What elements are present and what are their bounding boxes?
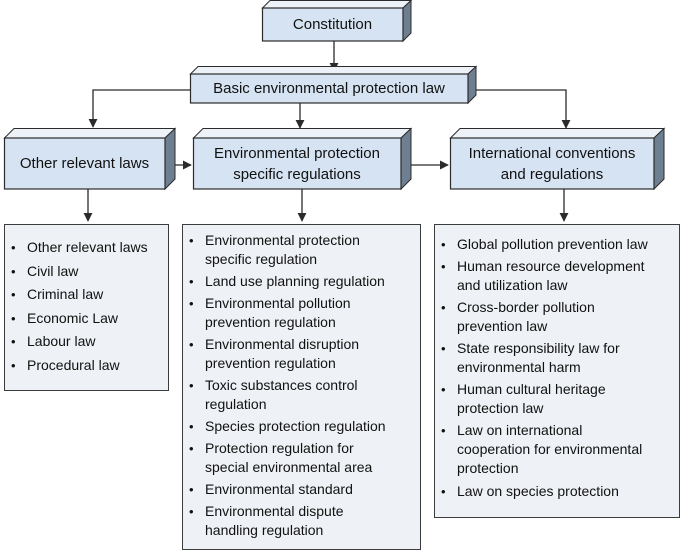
list-item: Environmental dispute handling regulatio…: [183, 502, 420, 540]
basic-law-box: Basic environmental protection law: [189, 65, 478, 105]
list-item: Environmental standard: [183, 480, 420, 499]
list-item: Land use planning regulation: [183, 272, 420, 291]
env-regs-list: Environmental protection specific regula…: [183, 231, 420, 540]
list-item: Other relevant laws: [5, 238, 168, 257]
list-item: Criminal law: [5, 285, 168, 304]
list-item: Environmental disruption prevention regu…: [183, 335, 420, 373]
constitution-box: Constitution: [261, 0, 413, 43]
list-item: Species protection regulation: [183, 417, 420, 436]
list-item: Global pollution prevention law: [435, 235, 679, 254]
intl-list: Global pollution prevention law Human re…: [435, 235, 679, 501]
list-item: Protection regulation for special enviro…: [183, 439, 420, 477]
intl-box-shape: [449, 127, 666, 191]
other-laws-box-shape: [3, 127, 177, 191]
intl-box: International conventions and regulation…: [449, 127, 666, 191]
basic-law-label: Basic environmental protection law: [213, 80, 445, 97]
basic-law-box-shape: [189, 65, 478, 105]
env-regs-box-shape: [192, 127, 413, 191]
intl-list-box: Global pollution prevention law Human re…: [434, 224, 680, 518]
constitution-label: Constitution: [292, 16, 373, 33]
list-item: Labour law: [5, 332, 168, 351]
env-regs-label: Environmental protection specific regula…: [214, 144, 380, 183]
list-item: Procedural law: [5, 356, 168, 375]
list-item: Law on international cooperation for env…: [435, 421, 679, 478]
arrow-basic-to-other: [88, 89, 190, 128]
env-regs-list-box: Environmental protection specific regula…: [182, 224, 421, 550]
env-regs-box: Environmental protection specific regula…: [192, 127, 413, 191]
list-item: Law on species protection: [435, 482, 679, 501]
list-item: Economic Law: [5, 309, 168, 328]
list-item: Human resource development and utilizati…: [435, 257, 679, 295]
other-laws-list-box: Other relevant laws Civil law Criminal l…: [4, 224, 169, 391]
list-item: Human cultural heritage protection law: [435, 380, 679, 418]
other-laws-label: Other relevant laws: [19, 155, 150, 172]
list-item: Environmental protection specific regula…: [183, 231, 420, 269]
list-item: Civil law: [5, 262, 168, 281]
list-item: Environmental pollution prevention regul…: [183, 294, 420, 332]
constitution-box-shape: [261, 0, 413, 43]
list-item: Toxic substances control regulation: [183, 376, 420, 414]
list-item: Cross-border pollution prevention law: [435, 298, 679, 336]
other-laws-list: Other relevant laws Civil law Criminal l…: [5, 238, 168, 375]
other-laws-box: Other relevant laws: [3, 127, 177, 191]
arrow-basic-to-intl: [468, 89, 571, 129]
intl-label: International conventions and regulation…: [468, 144, 636, 183]
list-item: State responsibility law for environment…: [435, 339, 679, 377]
